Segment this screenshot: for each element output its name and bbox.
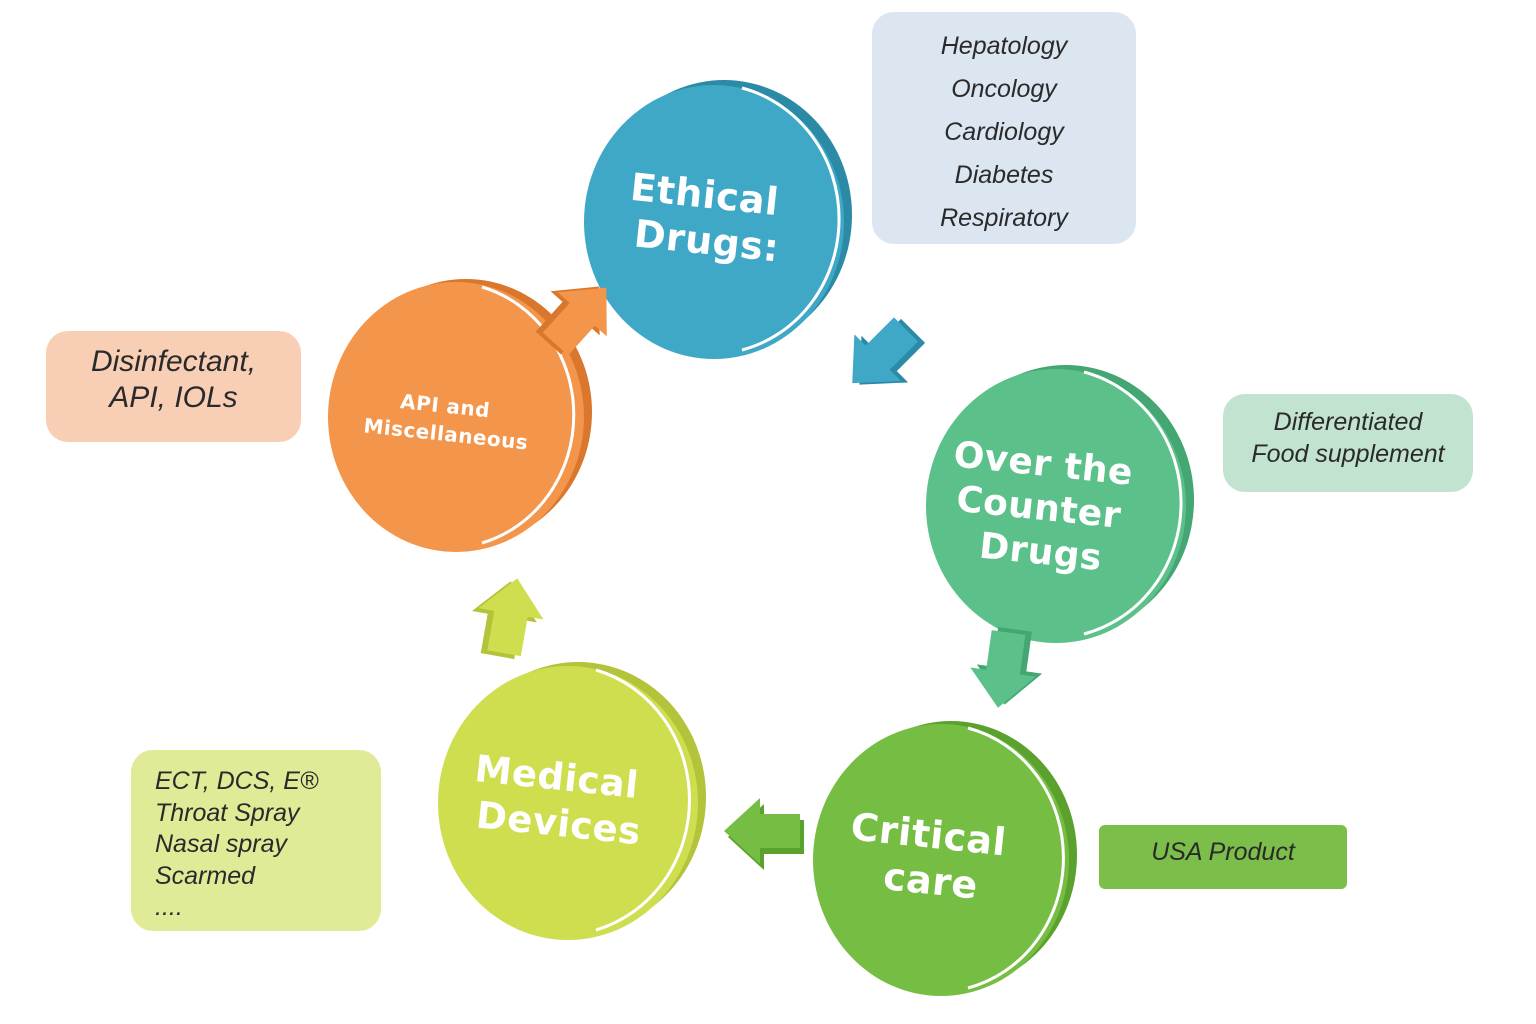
otc-drugs-list: Differentiated Food supplement [1223,394,1473,492]
node-api-misc: API and Miscellaneous [328,279,592,552]
medical-devices-list: ECT, DCS, E® Throat Spray Nasal spray Sc… [131,750,381,931]
list-item: .... [155,893,183,921]
list-item: Disinfectant, [90,345,257,378]
list-item: Respiratory [940,204,1068,232]
list-item: Food supplement [1251,440,1445,468]
block-arrow-icon [535,286,607,356]
list-item: Nasal spray [155,830,287,858]
node-critical-line-2: care [881,854,980,908]
critical-care-list: USA Product [1099,825,1347,889]
list-item: Scarmed [155,861,256,890]
list-item: Cardiology [944,118,1064,146]
node-otc-drugs: Over the Counter Drugs [926,365,1194,643]
block-arrow-icon [852,317,926,385]
list-item: ECT, DCS, E® [155,767,319,795]
list-item: Hepatology [940,32,1068,60]
ethical-drugs-list: Hepatology Oncology Cardiology Diabetes … [872,12,1136,244]
block-arrow-icon [724,798,804,870]
list-item: API, IOLs [109,381,238,414]
api-misc-list: Disinfectant, API, IOLs [46,331,301,442]
list-item: Differentiated [1273,408,1423,436]
block-arrow-icon [471,578,544,660]
node-medical-devices: Medical Devices [438,662,706,940]
node-ethical-drugs: Ethical Drugs: [584,80,852,359]
list-item: Throat Spray [155,798,300,827]
node-critical-care: Critical care [813,721,1077,996]
block-arrow-icon [970,627,1043,708]
list-item: Oncology [951,75,1057,103]
list-item: USA Product [1151,838,1295,866]
list-item: Diabetes [954,161,1054,189]
